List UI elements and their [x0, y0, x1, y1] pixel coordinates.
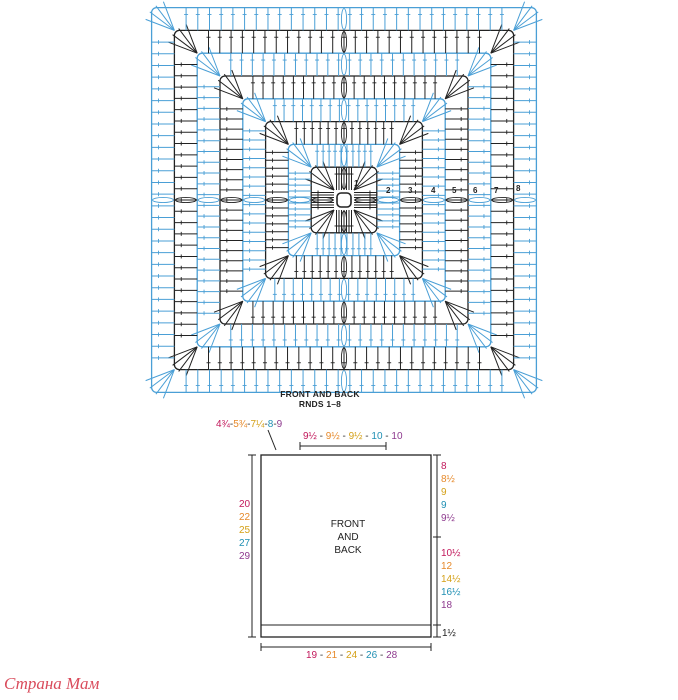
round-label: 2	[386, 186, 391, 195]
measure-value: 4¾	[216, 419, 230, 430]
measure-value: 20	[239, 499, 251, 510]
measure-value: 26	[366, 650, 378, 661]
measure-value: 19	[306, 650, 318, 661]
measure-value: 29	[239, 551, 251, 562]
measure-value: 9½	[325, 431, 340, 442]
measure-value: 24	[346, 650, 358, 661]
measure-value: 21	[326, 650, 338, 661]
round-label: 6	[473, 186, 478, 195]
measure-value: 8½	[441, 474, 455, 485]
schematic-outline	[260, 454, 432, 638]
measure-value: 9	[276, 419, 283, 430]
measure-value: 8	[267, 419, 274, 430]
measure-value: 9	[441, 500, 447, 511]
measure-value: 28	[386, 650, 398, 661]
armhole-measurements: 8 8½ 9 9 9½	[441, 460, 455, 525]
chart-caption-line1: FRONT AND BACK	[280, 389, 360, 399]
neck-measurements: 9½ - 9½ - 9½ - 10 - 10	[303, 431, 403, 442]
measure-value: 7¼	[250, 419, 265, 430]
schematic-title-line2: AND	[337, 532, 359, 543]
round-label: 7	[494, 186, 499, 195]
measure-value: 9	[441, 487, 447, 498]
shoulder-measurements: 4¾-5¾-7¼-8-9	[216, 419, 283, 430]
schematic-title-line3: BACK	[334, 545, 362, 556]
round-label: 1	[354, 179, 359, 188]
stitch-symbols	[145, 1, 543, 399]
measure-value: 9½	[303, 431, 317, 442]
watermark-logo: Страна Мам	[4, 674, 100, 693]
round-label: 8	[516, 184, 521, 193]
schematic-title: FRONT AND BACK	[318, 518, 378, 557]
measure-value: 12	[441, 561, 453, 572]
measure-value: 10	[371, 431, 383, 442]
measure-value: 5¾	[233, 419, 248, 430]
measure-value: 14½	[441, 574, 461, 585]
schematic-lines	[248, 429, 441, 651]
chart-caption-line2: RNDS 1–8	[298, 399, 342, 409]
measure-value: 27	[239, 538, 251, 549]
measure-value: 9½	[348, 431, 363, 442]
schematic-title-line1: FRONT	[330, 519, 366, 530]
measure-value: 8	[441, 461, 447, 472]
measure-value: 22	[239, 512, 251, 523]
measure-value: 9½	[441, 513, 455, 524]
side-measurements: 10½ 12 14½ 16½ 18	[441, 547, 460, 612]
width-measurements: 19 - 21 - 24 - 26 - 28	[306, 650, 398, 661]
height-measurements: 20 22 25 27 29	[239, 498, 250, 563]
measure-value: 10½	[441, 548, 461, 559]
ribbing-measurement: 1½	[442, 628, 456, 639]
measure-value: 25	[239, 525, 251, 536]
shoulder-pointer	[267, 429, 277, 451]
measure-value: 16½	[441, 587, 461, 598]
round-label: 3	[408, 186, 413, 195]
measure-value: 18	[441, 600, 453, 611]
round-label: 5	[452, 186, 457, 195]
measure-value: 10	[391, 431, 403, 442]
round-label: 4	[431, 186, 436, 195]
